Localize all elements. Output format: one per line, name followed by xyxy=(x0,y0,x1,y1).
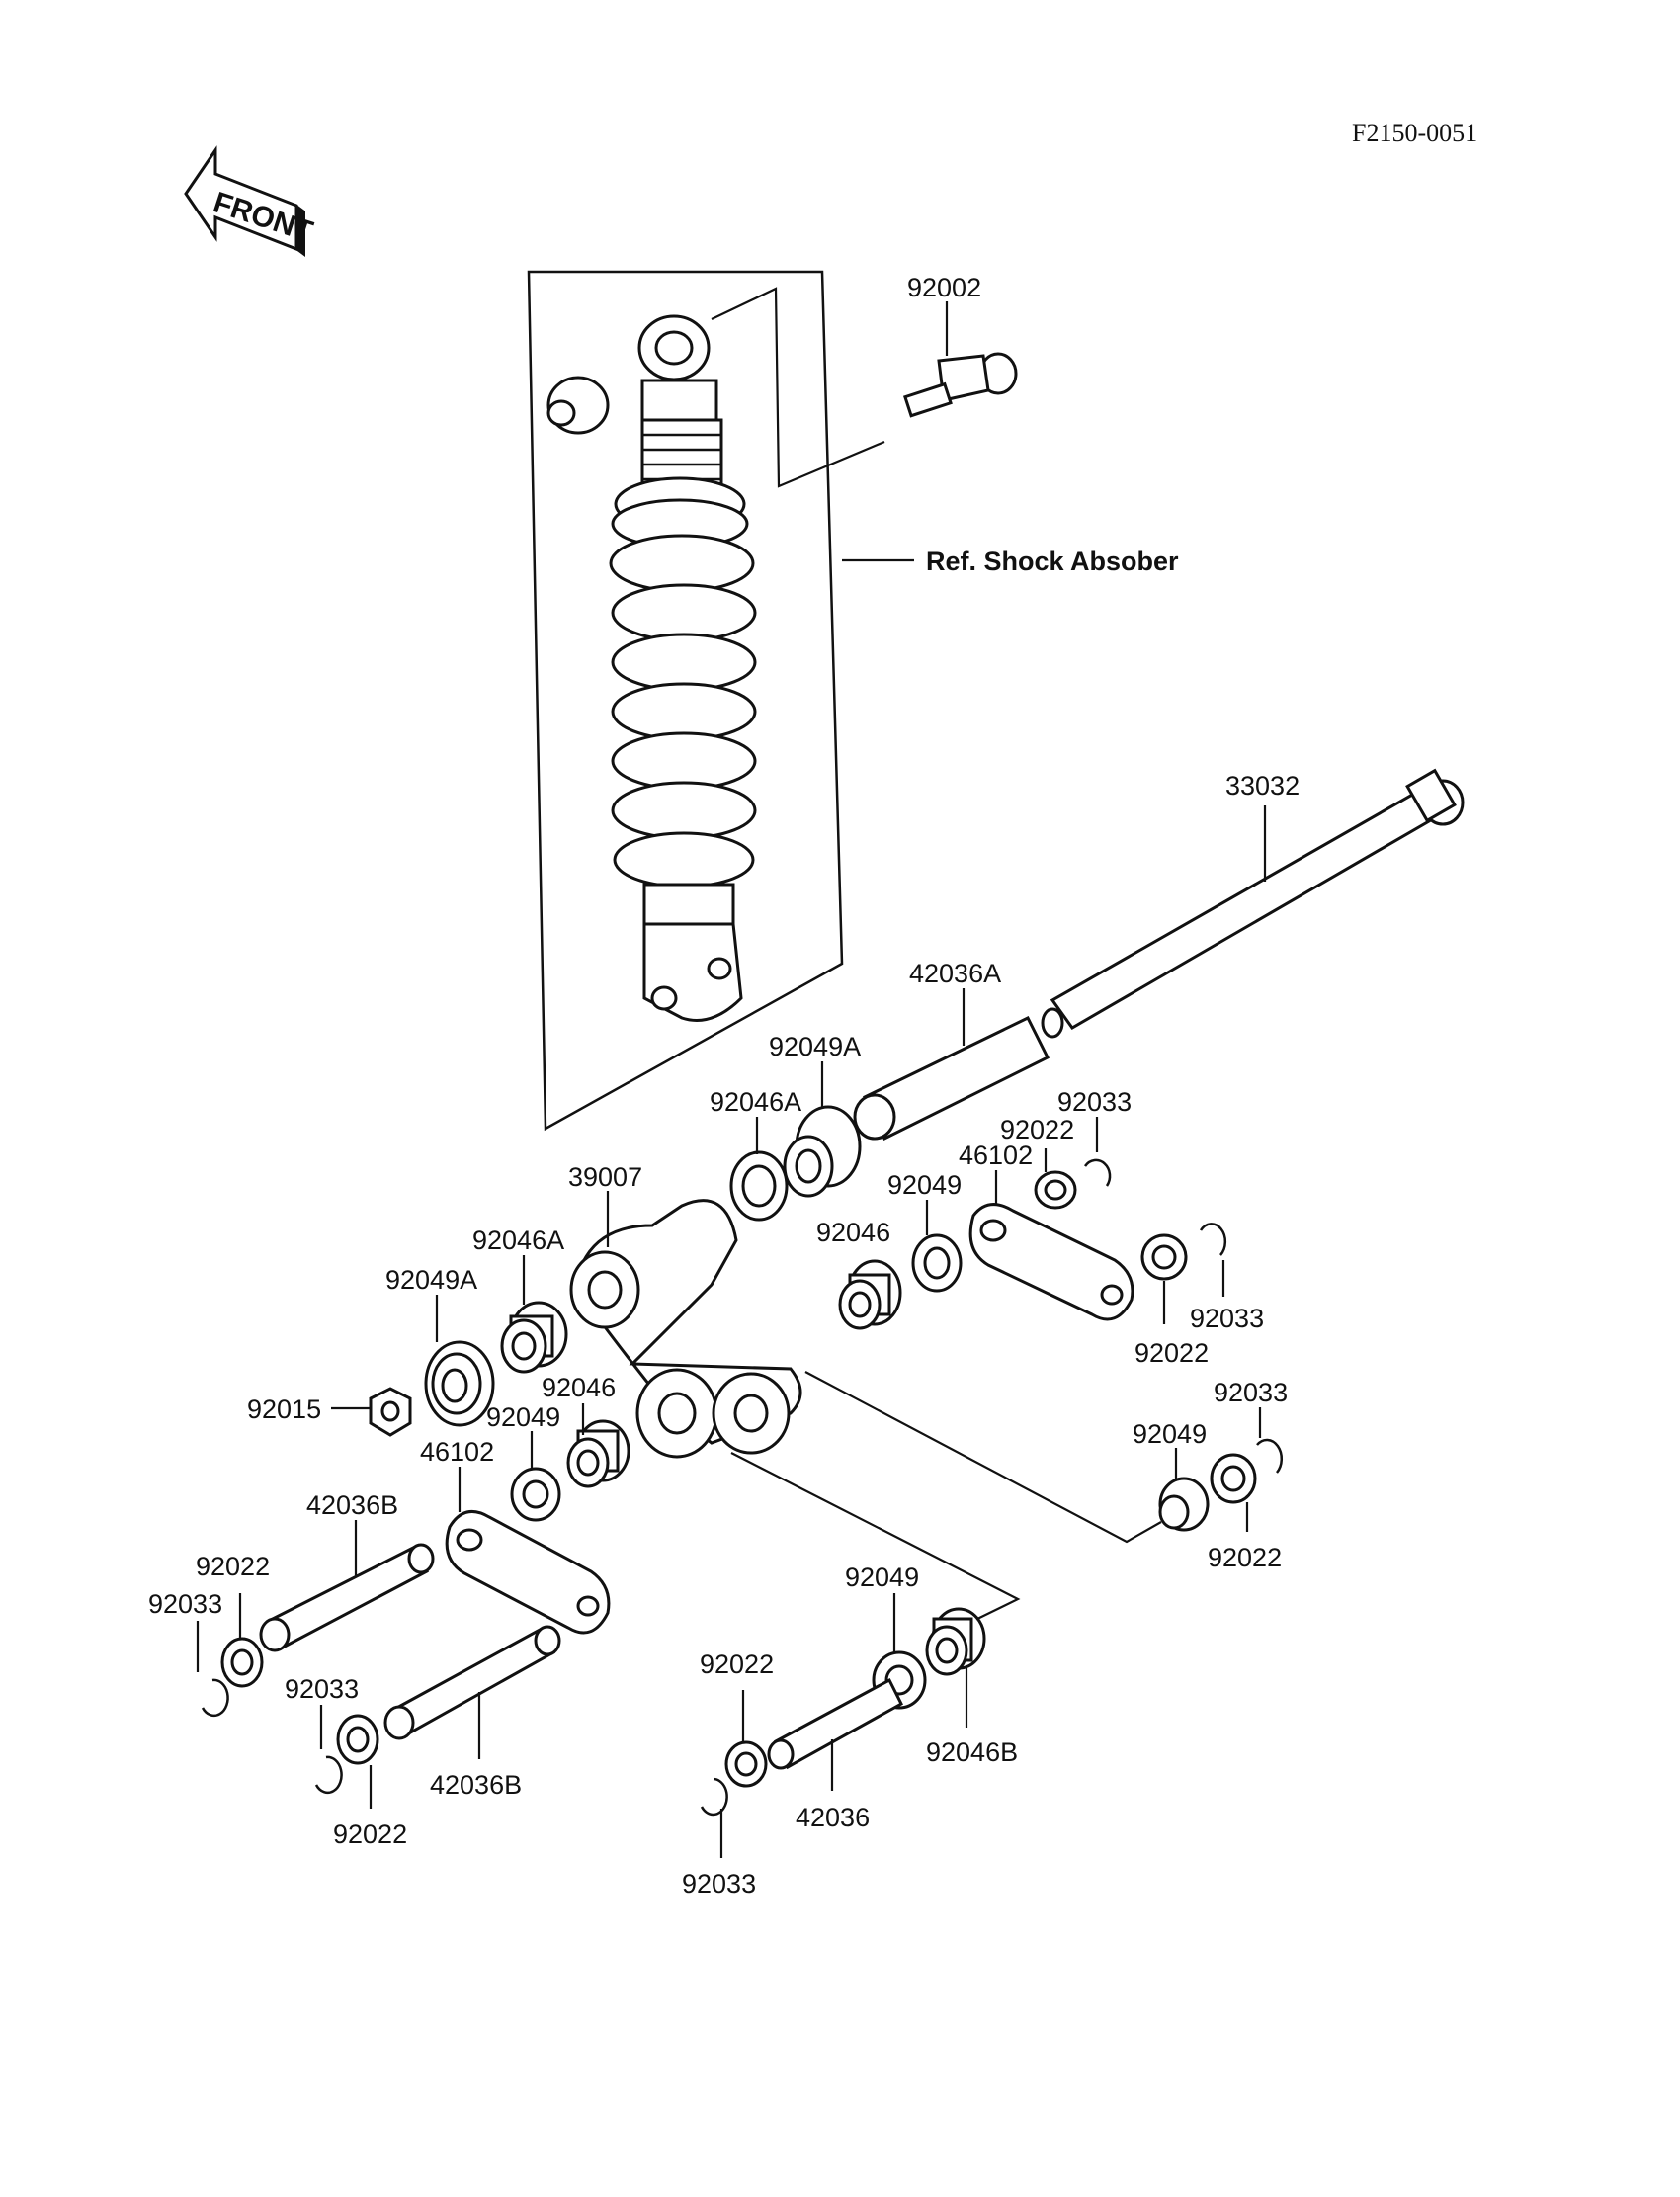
pin-42036B-bot: 42036B xyxy=(383,1625,561,1800)
leader-right-assembly xyxy=(804,1371,1162,1544)
callout-92049-left: 92049 xyxy=(486,1402,560,1432)
sleeve-42036A: 42036A xyxy=(853,959,1050,1141)
bearing-92046B: 92046B xyxy=(925,1607,1018,1767)
callout-42036B-top: 42036B xyxy=(306,1490,398,1520)
callout-92033-r2: 92033 xyxy=(1214,1378,1288,1407)
bearing-92046A-left: 92046A xyxy=(472,1225,568,1374)
washer-92022-l1: 92022 xyxy=(196,1552,270,1688)
shock-absorber xyxy=(546,314,757,1022)
collar-92049A-left: 92049A xyxy=(385,1265,495,1427)
callout-92022-r2: 92022 xyxy=(1208,1543,1282,1572)
callout-92046A-left: 92046A xyxy=(472,1225,564,1255)
circlip-92033-l2: 92033 xyxy=(285,1674,359,1795)
callout-33032: 33032 xyxy=(1225,771,1300,801)
collar-92049A-top: 92049A xyxy=(769,1032,862,1198)
front-arrow-icon: FRONT xyxy=(184,145,316,257)
callout-92046-left: 92046 xyxy=(542,1373,616,1402)
circlip-92033-r1: 92033 xyxy=(1190,1223,1264,1333)
collar-92049-left: 92049 xyxy=(486,1402,561,1522)
callout-39007: 39007 xyxy=(568,1162,642,1192)
leader-bottom-assembly xyxy=(730,1452,1021,1622)
callout-92049A-left: 92049A xyxy=(385,1265,477,1295)
callout-92015: 92015 xyxy=(247,1394,321,1424)
shock-reference-box: Ref. Shock Absober xyxy=(527,270,1179,1132)
callout-92046A-top: 92046A xyxy=(710,1087,801,1117)
callout-92049-r2: 92049 xyxy=(1133,1419,1207,1449)
callout-92022-l2: 92022 xyxy=(333,1819,407,1849)
pin-42036: 42036 xyxy=(767,1677,903,1832)
callout-92022-r1: 92022 xyxy=(1134,1338,1209,1368)
callout-92049-mid: 92049 xyxy=(887,1170,962,1200)
washer-92022-r2: 92022 xyxy=(1208,1453,1282,1572)
bolt-92002: 92002 xyxy=(711,273,1018,488)
callout-42036B-bot: 42036B xyxy=(430,1770,522,1800)
circlip-92033-l1: 92033 xyxy=(148,1589,229,1718)
callout-92049A-top: 92049A xyxy=(769,1032,861,1061)
callout-92033-top: 92033 xyxy=(1057,1087,1132,1117)
callout-92049-bot: 92049 xyxy=(845,1563,919,1592)
drawing-code: F2150-0051 xyxy=(1352,119,1477,147)
washer-92022-l2: 92022 xyxy=(333,1714,407,1849)
bearing-92046A-top: 92046A xyxy=(710,1087,801,1222)
callout-42036: 42036 xyxy=(796,1803,870,1832)
washer-92022-r1: 92022 xyxy=(1134,1233,1209,1368)
callout-92046B: 92046B xyxy=(926,1737,1018,1767)
callout-92033-r1: 92033 xyxy=(1190,1304,1264,1333)
shaft-33032: 33032 xyxy=(1041,768,1465,1039)
washer-92022-top: 92022 xyxy=(1000,1115,1077,1210)
circlip-92033-top: 92033 xyxy=(1057,1087,1132,1187)
link-46102-right: 46102 xyxy=(959,1141,1134,1321)
callout-46102-right: 46102 xyxy=(959,1141,1033,1170)
circlip-92033-r2: 92033 xyxy=(1214,1378,1288,1474)
collar-92049-r2: 92049 xyxy=(1133,1419,1210,1532)
callout-92002: 92002 xyxy=(907,273,981,302)
pin-42036B-top: 42036B xyxy=(259,1490,435,1652)
washer-92022-bot: 92022 xyxy=(700,1649,774,1788)
callout-42036A: 42036A xyxy=(909,959,1001,988)
arm-39007: 39007 xyxy=(568,1162,802,1459)
bearing-92046-left: 92046 xyxy=(542,1373,630,1488)
callout-92022-top: 92022 xyxy=(1000,1115,1074,1144)
callout-92022-bot: 92022 xyxy=(700,1649,774,1679)
nut-92015: 92015 xyxy=(247,1387,412,1437)
circlip-92033-bot: 92033 xyxy=(682,1777,756,1899)
callout-92033-bot: 92033 xyxy=(682,1869,756,1899)
callout-92022-l1: 92022 xyxy=(196,1552,270,1581)
link-46102-left: 46102 xyxy=(420,1437,611,1635)
callout-92033-l2: 92033 xyxy=(285,1674,359,1704)
collar-92049-mid: 92049 xyxy=(887,1170,963,1293)
callout-46102-left: 46102 xyxy=(420,1437,494,1467)
callout-92033-l1: 92033 xyxy=(148,1589,222,1619)
reference-label: Ref. Shock Absober xyxy=(926,547,1179,576)
callout-92046-mid: 92046 xyxy=(816,1218,890,1247)
bearing-92046-mid: 92046 xyxy=(816,1218,902,1330)
